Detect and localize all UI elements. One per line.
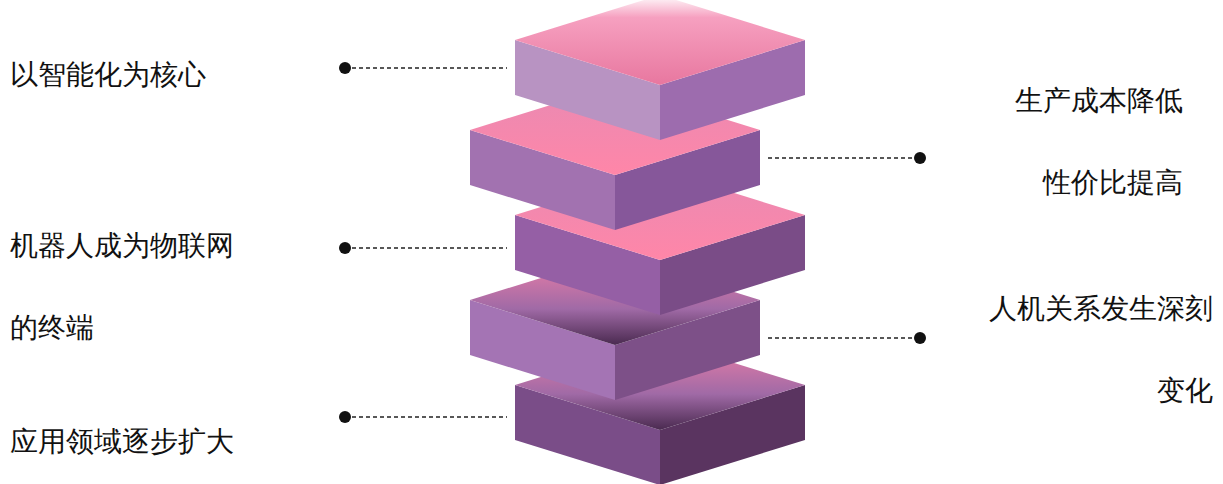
layer-label: 应用领域逐步扩大	[10, 401, 265, 483]
layer-label: 生产成本降低 性价比提高	[993, 60, 1183, 224]
layer-label: 以智能化为核心	[10, 34, 265, 116]
label-text: 应用领域逐步扩大	[10, 425, 234, 458]
leader-dots	[339, 62, 926, 423]
leader-lines	[345, 68, 920, 417]
layer-label: 人机关系发生深刻 变化	[973, 268, 1213, 432]
layer-label: 机器人成为物联网 的终端	[10, 205, 265, 369]
label-text: 机器人成为物联网 的终端	[10, 229, 234, 344]
layer-slab	[515, 0, 805, 140]
label-text: 人机关系发生深刻 变化	[989, 292, 1213, 407]
label-text: 生产成本降低 性价比提高	[1015, 84, 1183, 199]
label-text: 以智能化为核心	[10, 58, 206, 91]
